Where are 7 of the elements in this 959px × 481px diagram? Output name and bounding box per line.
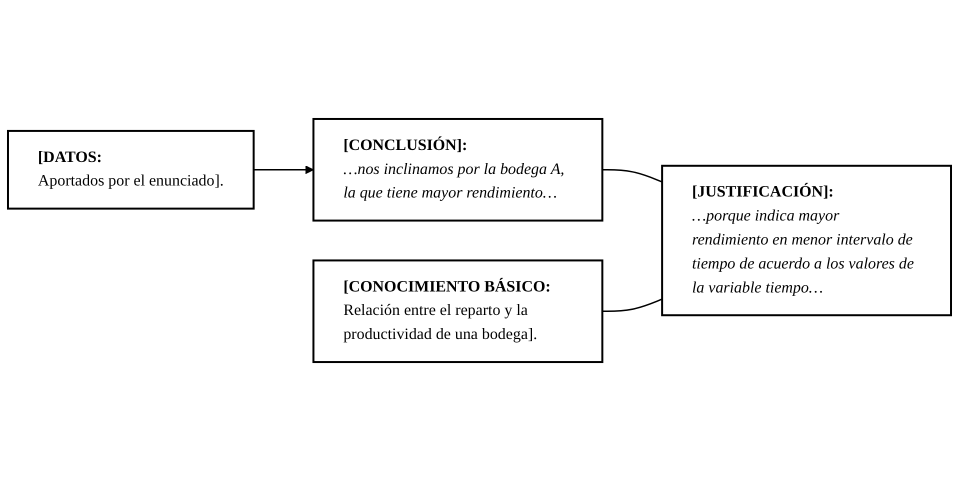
node-box: [CONOCIMIENTO BÁSICO: Relación entre el reparto y la productividad de una bodega]. — [312, 259, 604, 364]
node-box: [DATOS: Aportados por el enunciado]. — [7, 130, 255, 210]
node-box: [JUSTIFICACIÓN]: …porque indica mayor rendimiento en menor intervalo de tiempo de acuerdo a los valores de la variable tiempo… — [661, 164, 952, 316]
connector — [602, 169, 662, 183]
arrow — [254, 165, 314, 174]
node-box: [CONCLUSIÓN]: …nos inclinamos por la bodega A, la que tiene mayor rendimiento… — [312, 118, 604, 222]
connector — [602, 298, 662, 312]
